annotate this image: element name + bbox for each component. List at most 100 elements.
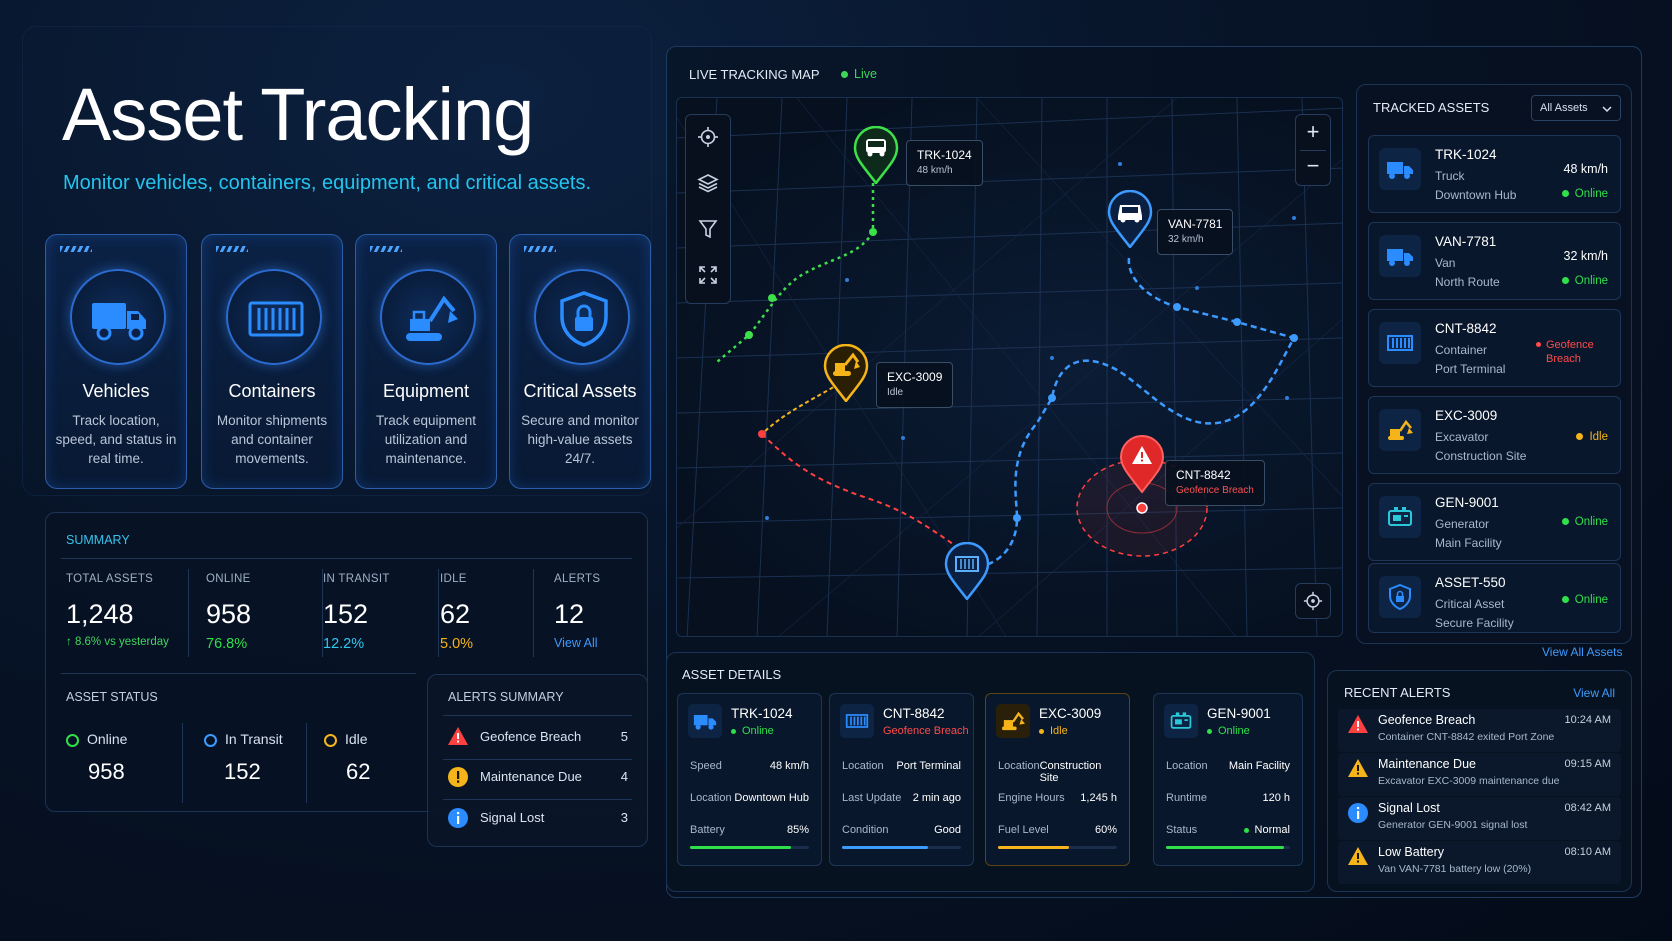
- tracked-asset-item[interactable]: VAN-7781 Van North Route 32 km/h Online: [1368, 222, 1621, 300]
- tracked-asset-item[interactable]: CNT-8842 Container Port Terminal Geofenc…: [1368, 309, 1621, 387]
- asset-detail-id: GEN-9001: [1207, 706, 1271, 721]
- idle-value: 62: [440, 599, 471, 629]
- alert-desc: Van VAN-7781 battery low (20%): [1378, 863, 1532, 875]
- filter-button[interactable]: [686, 207, 730, 251]
- status-text: Online: [1574, 594, 1608, 606]
- category-card-vehicles[interactable]: Vehicles Track location, speed, and stat…: [45, 234, 187, 489]
- tracked-asset-speed: 48 km/h: [1563, 162, 1608, 176]
- alert-summary-count: 5: [620, 729, 628, 744]
- recenter-button[interactable]: [1295, 583, 1331, 619]
- progress-bar: [998, 846, 1117, 849]
- online-percent: 76.8%: [206, 636, 248, 652]
- category-card-critical-assets[interactable]: Critical Assets Secure and monitor high-…: [509, 234, 651, 489]
- summary-in-transit: IN TRANSIT 152 12.2%: [323, 573, 390, 661]
- map-pin-container-alert[interactable]: [1119, 435, 1165, 498]
- alert-item[interactable]: Signal Lost Generator GEN-9001 signal lo…: [1338, 797, 1621, 840]
- fullscreen-button[interactable]: [686, 253, 730, 297]
- category-name: Equipment: [382, 381, 470, 401]
- layers-button[interactable]: [686, 161, 730, 205]
- detail-key: Location: [1166, 760, 1208, 772]
- map-roads: [677, 98, 1342, 636]
- container-icon: [1379, 322, 1421, 364]
- detail-value-text: Normal: [1254, 824, 1290, 836]
- tracked-asset-type: Container: [1435, 343, 1488, 357]
- map-label-id: VAN-7781: [1168, 217, 1223, 231]
- in-transit-value: 152: [323, 599, 369, 629]
- detail-key: Last Update: [842, 792, 902, 804]
- category-desc: Monitor shipments and container movement…: [216, 413, 328, 466]
- status-text: Online: [1218, 725, 1250, 737]
- progress-bar: [1166, 846, 1290, 849]
- detail-value: Construction Site: [1039, 760, 1102, 784]
- map-label-id: TRK-1024: [917, 148, 972, 162]
- zoom-in-button[interactable]: +: [1306, 119, 1320, 144]
- alerts-summary-title: ALERTS SUMMARY: [448, 690, 564, 704]
- alert-title: Signal Lost: [1378, 801, 1440, 815]
- alerts-summary-panel: ALERTS SUMMARY Geofence Breach 5 Mainten…: [427, 674, 648, 847]
- tracked-asset-location: Port Terminal: [1435, 362, 1506, 376]
- summary-idle: IDLE 62 5.0%: [440, 573, 473, 661]
- status-badge: Online: [1561, 275, 1608, 287]
- status-text: Geofence Breach: [1546, 339, 1594, 365]
- alert-summary-maintenance[interactable]: Maintenance Due 4: [448, 767, 628, 791]
- asset-filter-select[interactable]: All Assets: [1531, 95, 1621, 121]
- map-pin-container[interactable]: [944, 541, 990, 605]
- alert-item[interactable]: Geofence Breach Container CNT-8842 exite…: [1338, 709, 1621, 752]
- alerts-view-all-link[interactable]: View All: [554, 636, 598, 650]
- tracked-asset-item[interactable]: GEN-9001 Generator Main Facility Online: [1368, 483, 1621, 561]
- status-badge: Online: [1207, 725, 1250, 737]
- expand-icon: [699, 266, 717, 284]
- zoom-out-button[interactable]: −: [1306, 153, 1320, 178]
- asset-status-transit-value: 152: [224, 759, 261, 784]
- alert-desc: Excavator EXC-3009 maintenance due: [1378, 775, 1560, 787]
- tracked-asset-item[interactable]: ASSET-550 Critical Asset Secure Facility…: [1368, 563, 1621, 633]
- tracked-asset-location: Downtown Hub: [1435, 188, 1517, 202]
- asset-status-title: ASSET STATUS: [66, 690, 158, 704]
- status-text: Geofence Breach: [883, 725, 969, 737]
- asset-status-online: Online 958: [66, 731, 176, 785]
- alert-summary-geofence[interactable]: Geofence Breach 5: [448, 727, 628, 751]
- status-badge: Idle: [1039, 725, 1068, 737]
- category-card-containers[interactable]: Containers Monitor shipments and contain…: [201, 234, 343, 489]
- exclamation-yellow-icon: [448, 767, 468, 787]
- tracked-asset-item[interactable]: TRK-1024 Truck Downtown Hub 48 km/h Onli…: [1368, 135, 1621, 213]
- asset-details-title: ASSET DETAILS: [682, 667, 782, 682]
- detail-key: Location: [842, 760, 884, 772]
- detail-value: 60%: [1094, 824, 1117, 836]
- in-transit-ring-icon: [204, 733, 217, 747]
- map-pin-van[interactable]: [1107, 189, 1153, 253]
- category-card-equipment[interactable]: Equipment Track equipment utilization an…: [355, 234, 497, 489]
- alert-item[interactable]: Low Battery Van VAN-7781 battery low (20…: [1338, 841, 1621, 884]
- map-pin-excavator[interactable]: [823, 343, 869, 407]
- alert-summary-signal-lost[interactable]: Signal Lost 3: [448, 808, 628, 832]
- locate-button[interactable]: [686, 115, 730, 159]
- tracked-asset-item[interactable]: EXC-3009 Excavator Construction Site Idl…: [1368, 396, 1621, 474]
- divider: [438, 569, 439, 657]
- hatch-decoration: [60, 246, 92, 252]
- map-pin-truck[interactable]: [853, 125, 899, 189]
- progress-fill: [998, 846, 1070, 849]
- divider: [188, 569, 189, 657]
- tracked-assets-panel: TRACKED ASSETS All Assets TRK-1024 Truck…: [1356, 84, 1632, 644]
- alerts-value: 12: [554, 599, 585, 629]
- summary-title: SUMMARY: [66, 533, 130, 547]
- view-all-assets-link[interactable]: View All Assets: [1542, 645, 1623, 659]
- recent-alerts-view-all-link[interactable]: View All: [1573, 686, 1615, 700]
- asset-status-online-label: Online: [87, 731, 128, 747]
- divider: [443, 799, 632, 800]
- alert-item[interactable]: Maintenance Due Excavator EXC-3009 maint…: [1338, 753, 1621, 796]
- excavator-icon: [380, 269, 476, 365]
- status-text: Idle: [1050, 725, 1068, 737]
- tracked-asset-id: TRK-1024: [1435, 147, 1497, 162]
